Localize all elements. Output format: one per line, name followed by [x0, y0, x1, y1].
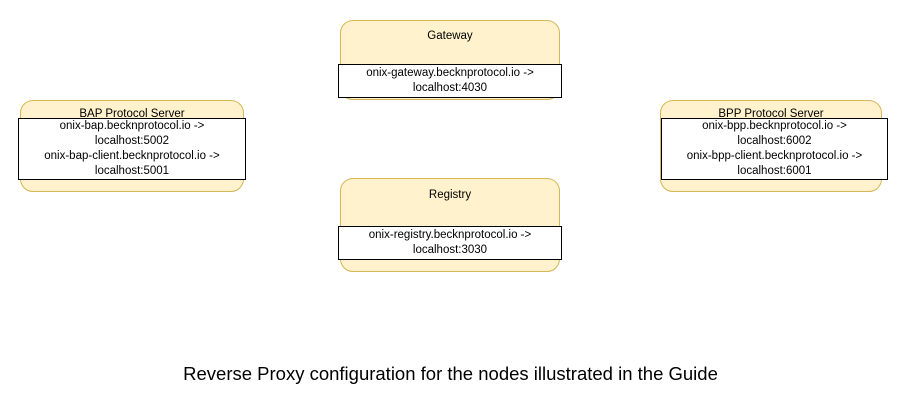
config-line: onix-bap.becknprotocol.io -> [59, 120, 205, 132]
config-line: localhost:6002 [737, 135, 812, 147]
node-registry-config-panel: onix-registry.becknprotocol.io -> localh… [338, 226, 562, 260]
config-line: onix-bap-client.becknprotocol.io -> [44, 150, 220, 162]
node-bap-protocol-server-config-panel: onix-bap.becknprotocol.io -> localhost:5… [18, 118, 246, 180]
node-gateway-title: Gateway [427, 30, 473, 42]
config-line: localhost:3030 [412, 244, 488, 256]
diagram-caption: Reverse Proxy configuration for the node… [183, 363, 718, 384]
config-line: localhost:5001 [94, 165, 170, 177]
config-line: onix-bpp.becknprotocol.io -> [702, 120, 847, 132]
config-line: localhost:6001 [737, 165, 812, 177]
node-gateway-config-panel: onix-gateway.becknprotocol.io -> localho… [338, 64, 562, 98]
node-bpp-protocol-server-config-panel: onix-bpp.becknprotocol.io -> localhost:6… [661, 118, 888, 180]
config-line: onix-bpp-client.becknprotocol.io -> [686, 150, 863, 162]
config-line: onix-gateway.becknprotocol.io -> [366, 67, 534, 79]
node-bpp-protocol-server-title: BPP Protocol Server [718, 108, 824, 120]
config-line: onix-registry.becknprotocol.io -> [368, 229, 532, 241]
config-line: localhost:4030 [412, 82, 488, 94]
node-bap-protocol-server-title: BAP Protocol Server [79, 108, 185, 120]
config-line: localhost:5002 [94, 135, 170, 147]
node-registry-title: Registry [428, 189, 472, 201]
